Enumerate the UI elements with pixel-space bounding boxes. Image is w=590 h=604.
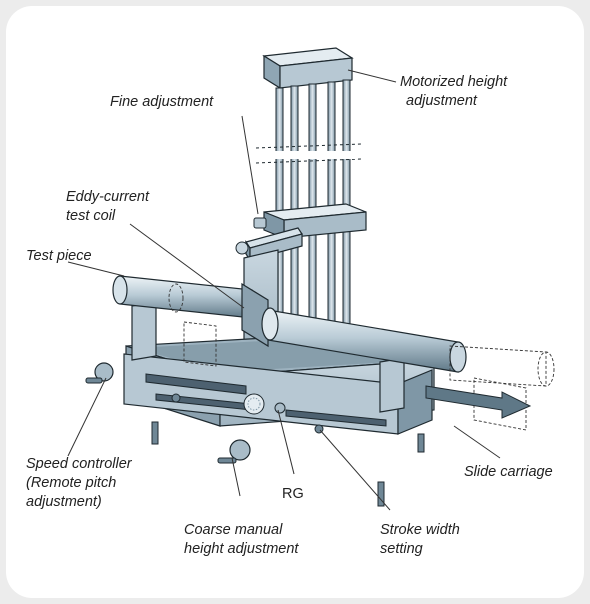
label-rg: RG xyxy=(282,486,304,502)
label-test-piece: Test piece xyxy=(26,248,92,264)
label-stroke-width-2: setting xyxy=(380,541,423,557)
diagram-panel: Motorized height adjustment Fine adjustm… xyxy=(6,6,584,598)
leader-lines xyxy=(67,69,501,511)
test-piece-rod xyxy=(112,275,467,373)
slide-carriage-ghost xyxy=(425,345,555,431)
label-coarse-manual-1: Coarse manual xyxy=(184,522,283,538)
label-speed-controller-3: adjustment) xyxy=(26,494,102,510)
label-speed-controller-2: (Remote pitch xyxy=(26,475,116,491)
label-coarse-manual-2: height adjustment xyxy=(184,541,299,557)
label-motorized-height-2: adjustment xyxy=(406,93,478,109)
label-motorized-height-1: Motorized height xyxy=(400,74,508,90)
label-fine-adjustment: Fine adjustment xyxy=(110,94,214,110)
label-stroke-width-1: Stroke width xyxy=(380,522,460,538)
label-eddy-current-1: Eddy-current xyxy=(66,189,150,205)
label-slide-carriage: Slide carriage xyxy=(464,464,553,480)
label-eddy-current-2: test coil xyxy=(66,208,116,224)
label-speed-controller-1: Speed controller xyxy=(26,456,133,472)
